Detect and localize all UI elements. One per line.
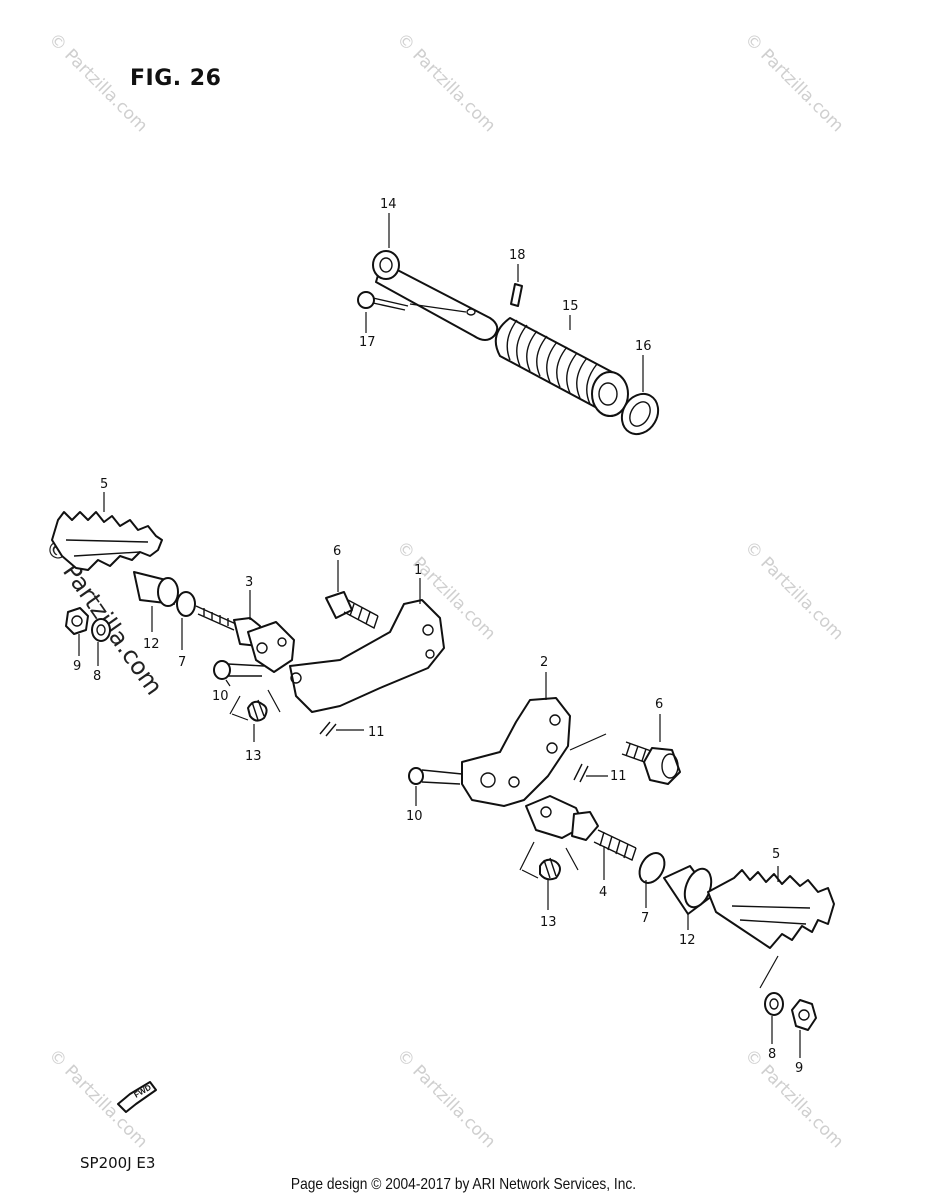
cotter-pin-17 — [357, 291, 467, 313]
callout-14: 14 — [380, 197, 397, 212]
watermark: © Partzilla.com — [740, 537, 847, 644]
watermark: © Partzilla.com — [392, 1045, 499, 1152]
callout-3: 3 — [245, 575, 253, 590]
callout-6-left: 6 — [333, 544, 341, 559]
callout-11-left: 11 — [368, 725, 385, 740]
callout-7-left: 7 — [178, 655, 186, 670]
callout-6-right: 6 — [655, 697, 663, 712]
callout-7-right: 7 — [641, 911, 649, 926]
watermark: © Partzilla.com — [740, 1045, 847, 1152]
callout-16: 16 — [635, 339, 652, 354]
callout-2: 2 — [540, 655, 548, 670]
footrest-pin-14 — [372, 250, 499, 341]
cotter-pin-11-right — [573, 763, 589, 783]
footrest-rubber-15 — [494, 317, 629, 417]
footrest-bracket-1 — [289, 599, 445, 713]
footpeg-5-left — [51, 511, 163, 571]
washer-7-right — [638, 852, 666, 884]
callout-9-left: 9 — [73, 659, 81, 674]
callout-13-right: 13 — [540, 915, 557, 930]
washer-8-left — [91, 618, 111, 642]
callout-17: 17 — [359, 335, 376, 350]
callout-5-right: 5 — [772, 847, 780, 862]
copyright-footer: Page design © 2004-2017 by ARI Network S… — [290, 1176, 637, 1193]
callouts: 14 17 18 15 16 5 6 1 3 12 7 9 8 10 11 13… — [73, 197, 803, 1076]
spring-pin-18 — [510, 283, 523, 307]
footrest-bracket-4 — [525, 795, 599, 841]
callout-12-right: 12 — [679, 933, 696, 948]
bushing-12-right — [663, 865, 713, 915]
callout-15: 15 — [562, 299, 579, 314]
watermark: © Partzilla.com — [44, 29, 151, 136]
callout-4: 4 — [599, 885, 607, 900]
footrest-bracket-3 — [247, 621, 295, 673]
callout-10-left: 10 — [212, 689, 229, 704]
left-footrest-assembly — [51, 492, 445, 742]
washer-7-left — [176, 591, 196, 617]
nut-9-left — [65, 607, 89, 635]
bolt-6-right — [621, 741, 681, 785]
nut-9-right — [791, 999, 817, 1031]
watermark: © Partzilla.com — [740, 29, 847, 136]
bolt-6-left — [325, 591, 379, 630]
right-footrest-assembly — [408, 672, 835, 1058]
washer-16 — [620, 392, 660, 436]
callout-13-left: 13 — [245, 749, 262, 764]
spring-13-right — [519, 841, 579, 881]
clevis-pin-10-left — [213, 660, 265, 680]
callout-11-right: 11 — [610, 769, 627, 784]
bushing-12-left — [133, 571, 179, 607]
footrest-bracket-2 — [461, 697, 607, 807]
model-code: SP200J E3 — [80, 1154, 156, 1172]
callout-18: 18 — [509, 248, 526, 263]
pivot-bolt-4 — [593, 829, 637, 861]
watermark: © Partzilla.com — [392, 29, 499, 136]
forward-arrow: FWD — [117, 1081, 157, 1113]
callout-9-right: 9 — [795, 1061, 803, 1076]
clevis-pin-10-right — [408, 767, 463, 785]
callout-5-left: 5 — [100, 477, 108, 492]
cotter-pin-11-left — [319, 721, 337, 737]
callout-1: 1 — [414, 563, 422, 578]
callout-8-right: 8 — [768, 1047, 776, 1062]
washer-8-right — [764, 992, 784, 1016]
footpeg-5-right — [707, 869, 835, 949]
figure-title: FIG. 26 — [130, 66, 222, 91]
top-assembly — [357, 213, 660, 436]
callout-12-left: 12 — [143, 637, 160, 652]
spring-13-left — [229, 689, 281, 722]
callout-8-left: 8 — [93, 669, 101, 684]
callout-10-right: 10 — [406, 809, 423, 824]
